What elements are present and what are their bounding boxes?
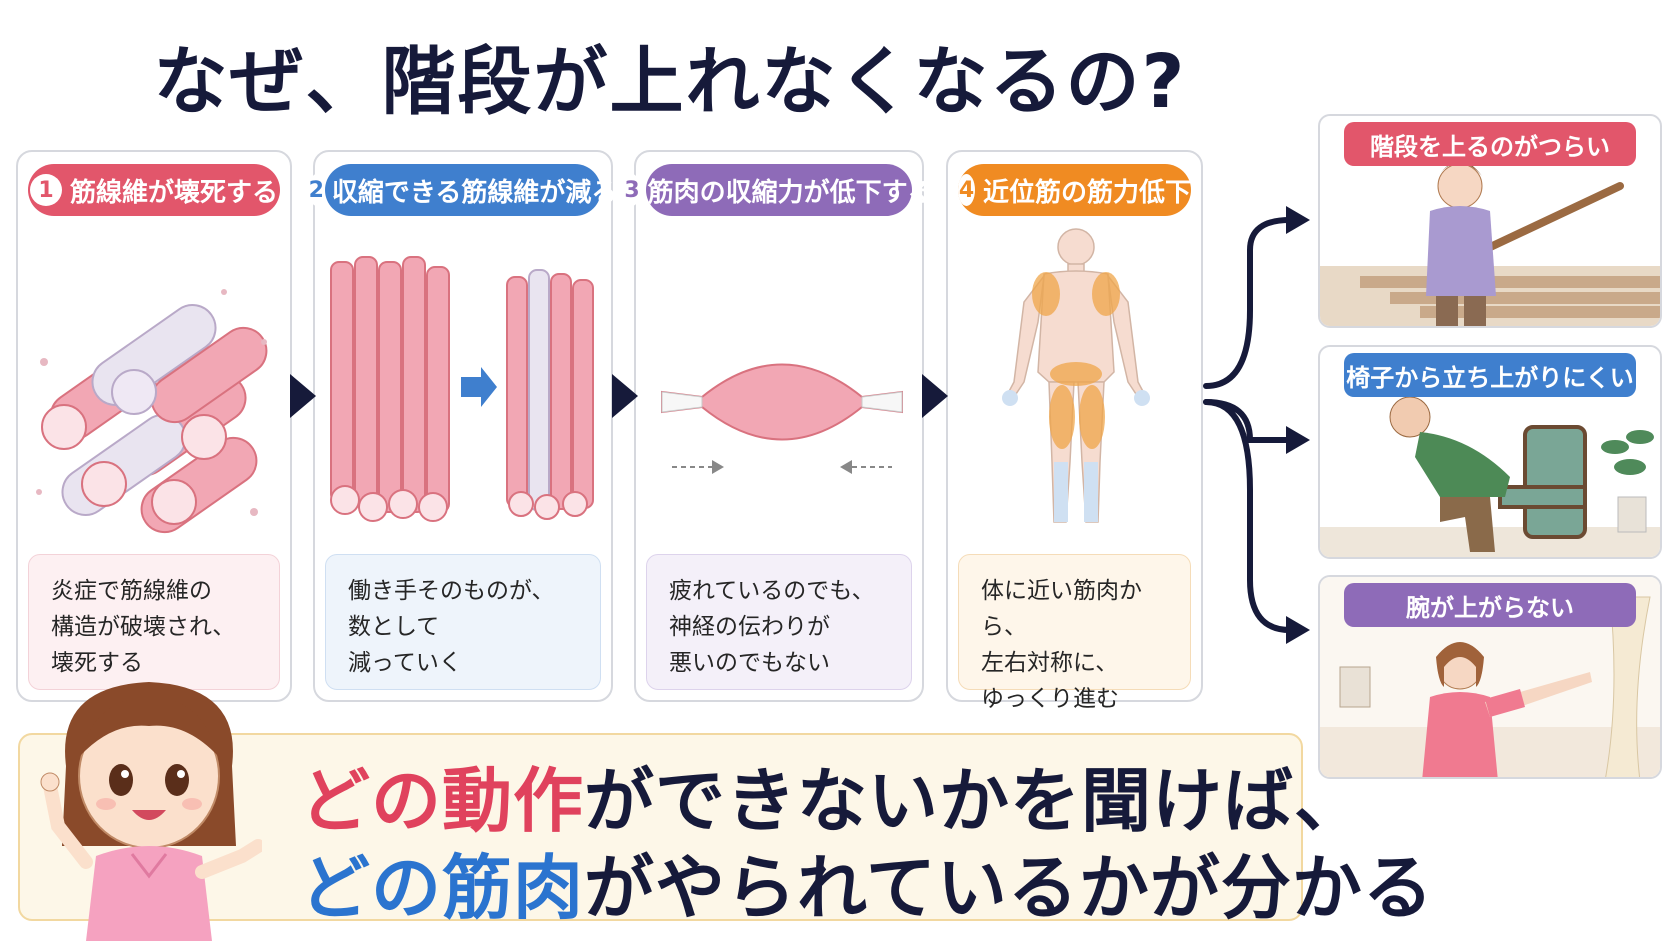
step-2-label: 2 収縮できる筋線維が減る [308, 164, 617, 216]
branch-arrows [1203, 206, 1310, 644]
flow-arrow-2 [612, 374, 638, 418]
key-message-line-1: どの動作ができないかを聞けば、 [300, 745, 1365, 846]
man-standing-from-chair-illustration [1320, 396, 1660, 557]
message-1-part-a: どの [300, 760, 442, 842]
step-2-title: 収縮できる筋線維が減る [331, 177, 618, 208]
flow-arrow-1 [290, 374, 316, 418]
step-3-description: 疲れているのでも、 神経の伝わりが 悪いのでもない [646, 554, 912, 690]
symptom-chair-label: 椅子から立ち上がりにくい [1344, 353, 1636, 397]
page-title: なぜ、階段が上れなくなるの? [153, 39, 1187, 125]
step-2-card: 2 収縮できる筋線維が減る 働き手そのものが、 数として 減っていく [308, 150, 617, 702]
step-1-number: 1 [29, 174, 62, 206]
muscle-belly-illustration [661, 363, 903, 474]
step-4-label: 4 近位筋の筋力低下 [958, 164, 1191, 216]
step-4-title: 近位筋の筋力低下 [982, 177, 1191, 208]
symptom-arm-card: 腕が上がらない [1318, 575, 1662, 779]
symptom-arm-label: 腕が上がらない [1344, 583, 1636, 627]
step-3-number: 3 [624, 174, 640, 206]
decreasing-fibers-illustration [330, 256, 594, 522]
step-1-title: 筋線維が壊死する [69, 177, 278, 208]
symptom-stairs-card: 階段を上るのがつらい [1318, 114, 1662, 328]
step-4-description: 体に近い筋肉から、 左右対称に、 ゆっくり進む [958, 554, 1191, 712]
message-2-part-b: 筋肉 [442, 847, 584, 929]
flow-arrow-3 [922, 374, 948, 418]
symptom-chair-card: 椅子から立ち上がりにくい [1318, 345, 1662, 559]
key-message-line-2: どの筋肉がやられているかが分かる [300, 832, 1434, 933]
nurse-character-illustration [40, 682, 262, 941]
necrotic-muscle-fibers-illustration [36, 289, 268, 534]
message-2-part-a: どの [300, 847, 442, 929]
step-2-description: 働き手そのものが、 数として 減っていく [325, 554, 601, 690]
step-1-label: 1 筋線維が壊死する [28, 164, 280, 216]
message-1-part-b: 動作 [442, 760, 584, 842]
step-4-card: 4 近位筋の筋力低下 体に近い筋肉から、 左右対称に、 ゆっくり進む [946, 150, 1203, 712]
step-1-description: 炎症で筋線維の 構造が破壊され、 壊死する [28, 554, 280, 690]
symptom-stairs-label: 階段を上るのがつらい [1344, 122, 1636, 166]
step-4-number: 4 [958, 174, 975, 206]
step-3-label: 3 筋肉の収縮力が低下する [624, 164, 934, 216]
step-3-card: 3 筋肉の収縮力が低下する 疲れているのでも、 神経の伝わりが 悪いのでもない [624, 150, 934, 702]
step-3-title: 筋肉の収縮力が低下する [647, 177, 934, 208]
message-2-part-c: がやられているかが分かる [584, 847, 1434, 929]
woman-climbing-stairs-illustration [1320, 161, 1660, 326]
step-1-card: 1 筋線維が壊死する 炎症で筋線維の 構造が破壊され、 壊死する [16, 150, 292, 702]
human-body-proximal-muscles-illustration [1002, 228, 1150, 523]
step-2-number: 2 [308, 174, 324, 206]
message-1-part-c: ができないかを聞けば、 [584, 760, 1365, 842]
